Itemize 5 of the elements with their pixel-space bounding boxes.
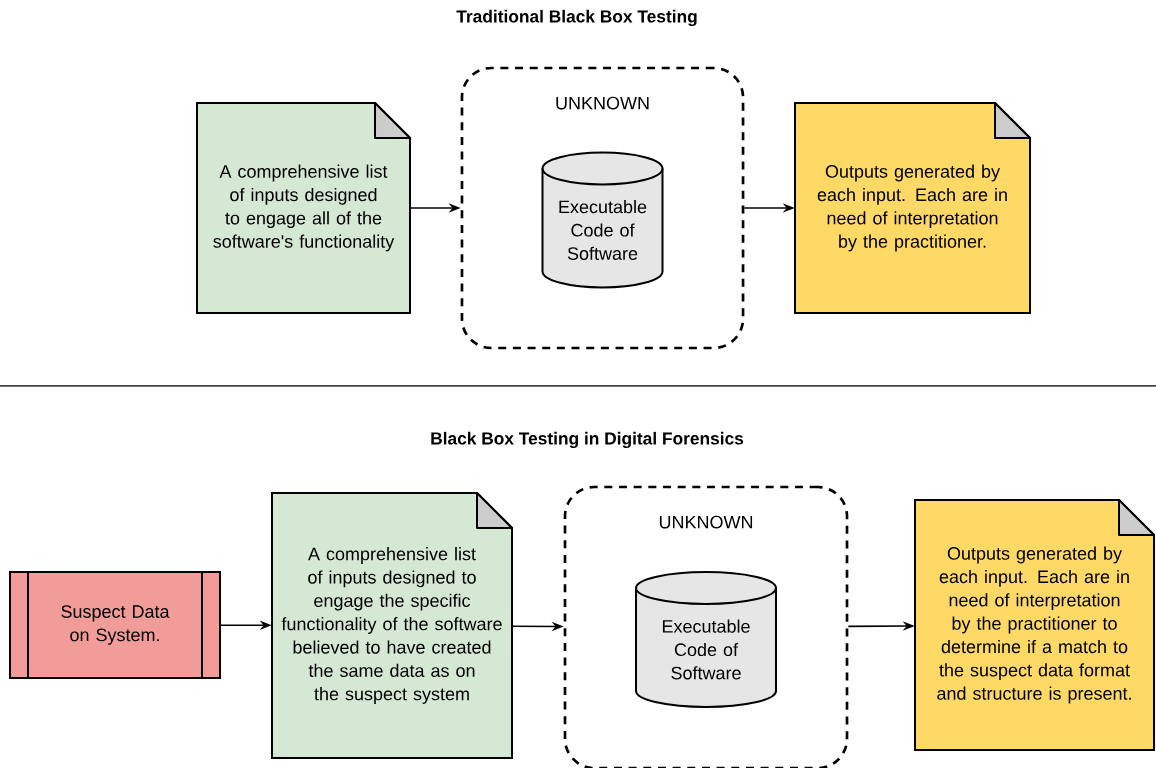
database-cylinder: Executable Code of Software <box>635 571 777 708</box>
process-box: Suspect Data on System. <box>9 571 221 679</box>
database-cylinder: Executable Code of Software <box>541 151 664 289</box>
heading: Traditional Black Box Testing <box>456 9 697 27</box>
heading: Black Box Testing in Digital Forensics <box>431 431 744 449</box>
